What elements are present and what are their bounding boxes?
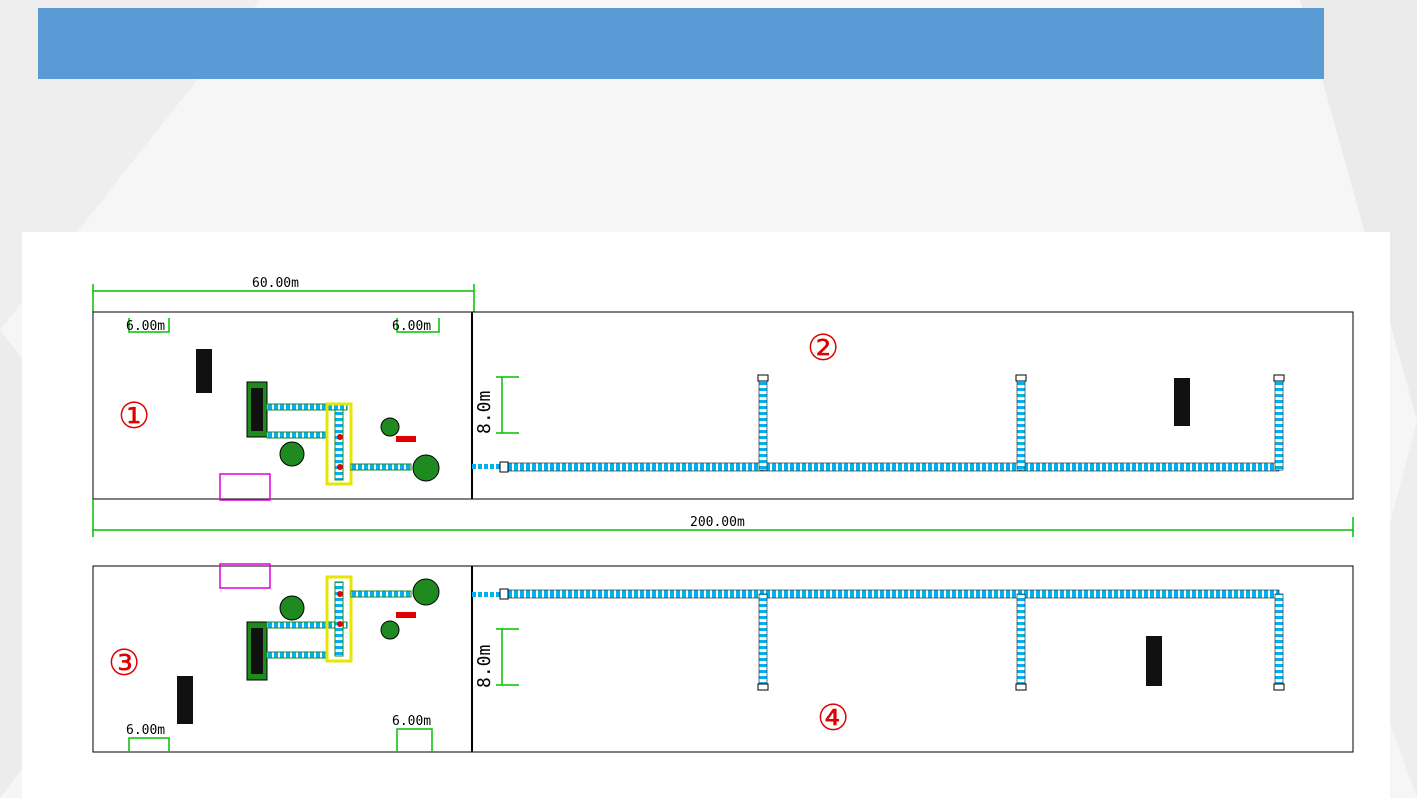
top-equipment bbox=[196, 349, 440, 486]
bottom-control-room bbox=[219, 563, 271, 589]
bottom-feed-conveyor bbox=[472, 592, 500, 597]
top-main-conveyor bbox=[503, 462, 1280, 472]
top-vertical-dim: 8.0m bbox=[474, 391, 495, 434]
bottom-dim-left: 6.00m bbox=[126, 723, 165, 738]
bottom-forklift-icon bbox=[1146, 636, 1162, 686]
bottom-marker-b: ④ bbox=[817, 698, 849, 739]
top-marker-a: ① bbox=[118, 396, 150, 437]
bottom-building-outline bbox=[92, 565, 1354, 753]
bottom-vertical-dim: 8.0m bbox=[474, 645, 495, 688]
top-marker-b: ② bbox=[807, 328, 839, 369]
title-bar bbox=[38, 8, 1324, 79]
top-dim-left: 6.00m bbox=[126, 319, 165, 334]
top-feed-conveyor bbox=[472, 464, 500, 469]
top-plan: 60.00m 6.00m 6.00m ① ② bbox=[92, 276, 1354, 537]
top-branch-conveyor-2 bbox=[1016, 379, 1026, 471]
bottom-main-conveyor bbox=[503, 589, 1280, 599]
top-branch-conveyor-3 bbox=[1274, 379, 1284, 471]
overall-length-dim: 200.00m bbox=[690, 515, 745, 530]
top-forklift-icon bbox=[1174, 378, 1190, 426]
bottom-branch-conveyor-2 bbox=[1016, 593, 1026, 687]
bottom-marker-a: ③ bbox=[108, 643, 140, 684]
bottom-plan: ③ ④ 8 bbox=[92, 563, 1354, 753]
top-total-dim: 60.00m bbox=[252, 276, 299, 291]
bottom-dim-right: 6.00m bbox=[392, 714, 431, 729]
bottom-branch-conveyor-1 bbox=[758, 593, 768, 687]
top-control-room bbox=[219, 473, 271, 501]
bottom-branch-conveyor-3 bbox=[1274, 593, 1284, 687]
layout-plan: 60.00m 6.00m 6.00m ① ② bbox=[22, 232, 1390, 798]
bottom-equipment bbox=[177, 575, 440, 724]
top-branch-conveyor-1 bbox=[758, 379, 768, 471]
top-building-outline bbox=[92, 311, 1354, 500]
layout-plan-drawing: 60.00m 6.00m 6.00m ① ② bbox=[92, 276, 1354, 753]
top-dim-right: 6.00m bbox=[392, 319, 431, 334]
